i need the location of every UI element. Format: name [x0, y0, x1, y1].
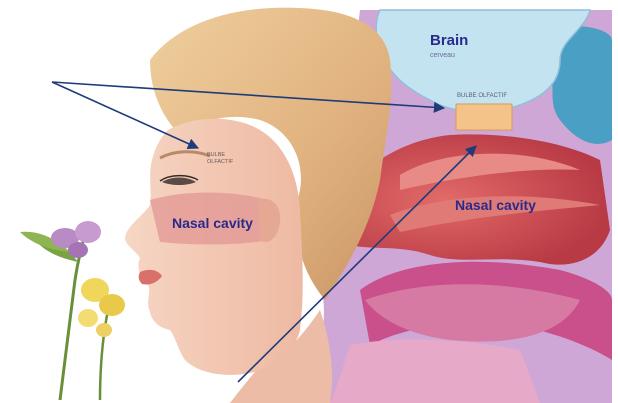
olfactory-bulb-box [456, 104, 512, 130]
nasal-cavity-label-right: Nasal cavity [455, 197, 536, 213]
flower-purple-2 [75, 221, 101, 243]
brain-label: Brain [430, 32, 468, 49]
flower-yellow-2 [99, 294, 125, 316]
olfactory-bulb-label-left-1: BULBE [207, 152, 225, 158]
lower-tissue [330, 340, 540, 403]
flower-yellow-3 [78, 309, 98, 327]
olfactory-bulb-label-right: BULBE OLFACTIF [457, 93, 507, 99]
olfactory-bulb-label-left-2: OLFACTIF [207, 159, 234, 165]
flower-yellow-4 [96, 323, 112, 337]
brain-sublabel: cerveau [430, 52, 455, 59]
nasal-cavity-label-left: Nasal cavity [172, 215, 253, 231]
flower-purple-3 [68, 242, 88, 258]
